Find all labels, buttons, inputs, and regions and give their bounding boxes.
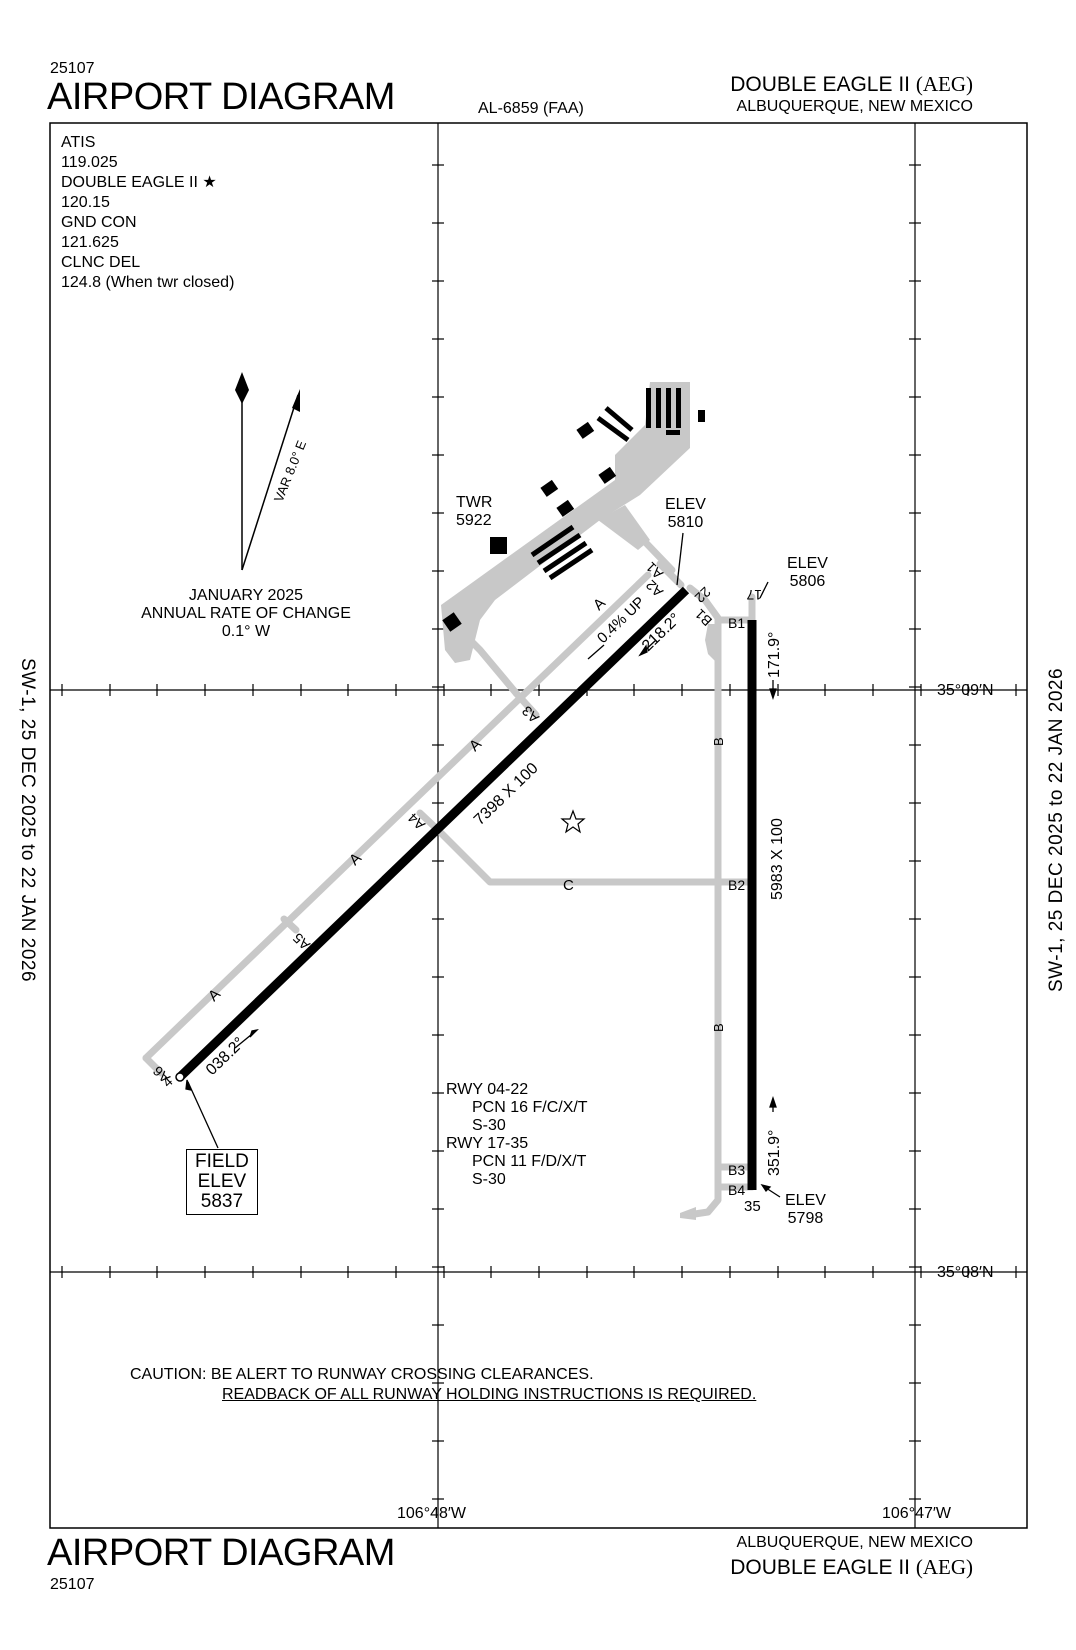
magnetic-north-arrow-icon [292, 389, 300, 412]
footer-location: ALBUQUERQUE, NEW MEXICO [736, 1534, 973, 1551]
b-end-apron [680, 1207, 696, 1220]
footer-airport-name: DOUBLE EAGLE II [730, 1556, 910, 1579]
b1-fillet [705, 624, 718, 664]
grid-ticks [61, 164, 1017, 1500]
runway-04-22 [176, 586, 690, 1081]
freq-tower-label: DOUBLE EAGLE II ★ [61, 174, 217, 191]
taxiway-label-b-1: B [711, 737, 726, 746]
side-text-left: SW-1, 25 DEC 2025 to 22 JAN 2026 [17, 658, 38, 983]
lon-east-label: 106°47′W [882, 1505, 951, 1522]
tower-label: TWR [456, 494, 493, 511]
rwy17-elev-block: ELEV 5806 [787, 555, 828, 591]
rwy-info-s-17-35: S-30 [472, 1171, 506, 1188]
rwy04-heading: 038.2° [203, 1034, 248, 1078]
variation-label: VAR 8.0° E [271, 438, 309, 504]
taxiway-c [434, 826, 724, 886]
taxiway-label-b1: B1 [728, 615, 745, 631]
rwy35-elev-block: ELEV 5798 [785, 1192, 826, 1228]
rwy17-heading: 171.9° [766, 632, 783, 678]
freq-tower-value: 120.15 [61, 194, 110, 211]
taxiway-system [142, 514, 756, 1219]
freq-gnd-value: 121.625 [61, 234, 119, 251]
true-north-icon [235, 372, 249, 404]
rwy-info-s-04-22: S-30 [472, 1117, 506, 1134]
tower-elev: 5922 [456, 512, 492, 529]
taxiway-label-b-2: B [711, 1023, 726, 1032]
field-elev-line2: ELEV [197, 1171, 247, 1192]
rwy-end-17: 17 [746, 587, 762, 603]
taxiway-a3-connector [466, 636, 520, 697]
airport-code: (AEG) [915, 72, 973, 96]
location: ALBUQUERQUE, NEW MEXICO [736, 98, 973, 115]
airport-reference-point-icon [560, 809, 586, 834]
taxiway-a [142, 571, 652, 1062]
rwy17-elev-label: ELEV [787, 555, 828, 572]
rwy35-elev-label: ELEV [785, 1192, 826, 1209]
footer-chart-number: 25107 [50, 1576, 95, 1593]
taxiway-a5 [280, 915, 300, 934]
runway-info-block: RWY 04-22 PCN 16 F/C/X/T S-30 RWY 17-35 … [446, 1081, 588, 1189]
caution-line2: READBACK OF ALL RUNWAY HOLDING INSTRUCTI… [222, 1386, 757, 1403]
variation-date: JANUARY 2025 [188, 587, 304, 604]
variation-rate: 0.1° W [221, 623, 271, 640]
rwy35-heading: 351.9° [766, 1130, 783, 1176]
footer-title: AIRPORT DIAGRAM [47, 1532, 395, 1574]
field-elevation-box: FIELD ELEV 5837 [186, 1149, 258, 1215]
rwy-end-35: 35 [744, 1198, 761, 1215]
rwy17-elev-value: 5806 [789, 573, 826, 590]
buildings [442, 388, 705, 632]
freq-clnc-label: CLNC DEL [61, 254, 141, 271]
airport-title: DOUBLE EAGLE II (AEG) [730, 72, 973, 97]
taxiway-label-c: C [563, 877, 574, 894]
variation-rate-label: ANNUAL RATE OF CHANGE [141, 605, 351, 622]
rwy04-threshold-marker [175, 1072, 185, 1082]
map-frame [49, 122, 1028, 1529]
rwy22-elev-block: ELEV 5810 [665, 496, 706, 532]
frequency-list: ATIS 119.025 DOUBLE EAGLE II ★ 120.15 GN… [61, 133, 234, 293]
rwy22-elev-label: ELEV [665, 496, 706, 513]
rwy1735-dims: 5983 X 100 [769, 818, 786, 900]
lat-north-label: 35°09′N [937, 682, 994, 699]
field-elev-value: 5837 [200, 1191, 244, 1212]
footer-airport-code: (AEG) [915, 1555, 973, 1579]
lat-south-label: 35°08′N [937, 1264, 994, 1281]
rwy-info-pcn-17-35: PCN 11 F/D/X/T [472, 1153, 587, 1170]
apron [441, 382, 690, 663]
airport-name: DOUBLE EAGLE II [730, 73, 910, 96]
rwy-info-17-35: RWY 17-35 [446, 1135, 529, 1152]
freq-clnc-value: 124.8 (When twr closed) [61, 274, 235, 291]
field-elev-line1: FIELD [195, 1151, 249, 1172]
freq-atis-label: ATIS [61, 134, 96, 151]
page-title: AIRPORT DIAGRAM [47, 76, 395, 118]
taxiway-label-b3: B3 [728, 1162, 745, 1178]
taxiway-label-b2: B2 [728, 877, 745, 893]
rwy-info-pcn-04-22: PCN 16 F/C/X/T [472, 1099, 588, 1116]
apron-taxi-link [598, 505, 650, 550]
taxiway-b [684, 584, 722, 1219]
chart-number: 25107 [50, 60, 95, 77]
footer-airport-title: DOUBLE EAGLE II (AEG) [730, 1555, 973, 1580]
rwy-info-04-22: RWY 04-22 [446, 1081, 529, 1098]
taxiway-a3 [512, 689, 540, 719]
freq-gnd-label: GND CON [61, 214, 137, 231]
rwy0422-dims: 7398 X 100 [471, 760, 542, 829]
side-text-right: SW-1, 25 DEC 2025 to 22 JAN 2026 [1046, 667, 1067, 992]
rwy35-elev-value: 5798 [787, 1210, 824, 1227]
freq-atis-value: 119.025 [61, 154, 118, 171]
lon-west-label: 106°48′W [397, 1505, 466, 1522]
taxiway-label-b4: B4 [728, 1182, 745, 1198]
taxiway-label-a3: A3 [518, 703, 542, 727]
heading-arrows [185, 532, 781, 1198]
doc-id: AL-6859 (FAA) [478, 100, 584, 117]
tower-label-block: TWR 5922 [456, 494, 492, 530]
caution-line1: CAUTION: BE ALERT TO RUNWAY CROSSING CLE… [130, 1366, 594, 1383]
variation-block: JANUARY 2025 ANNUAL RATE OF CHANGE 0.1° … [136, 587, 356, 641]
taxiway-a6 [142, 1054, 165, 1077]
rwy22-elev-value: 5810 [667, 514, 704, 531]
magnetic-north-line [241, 394, 299, 571]
